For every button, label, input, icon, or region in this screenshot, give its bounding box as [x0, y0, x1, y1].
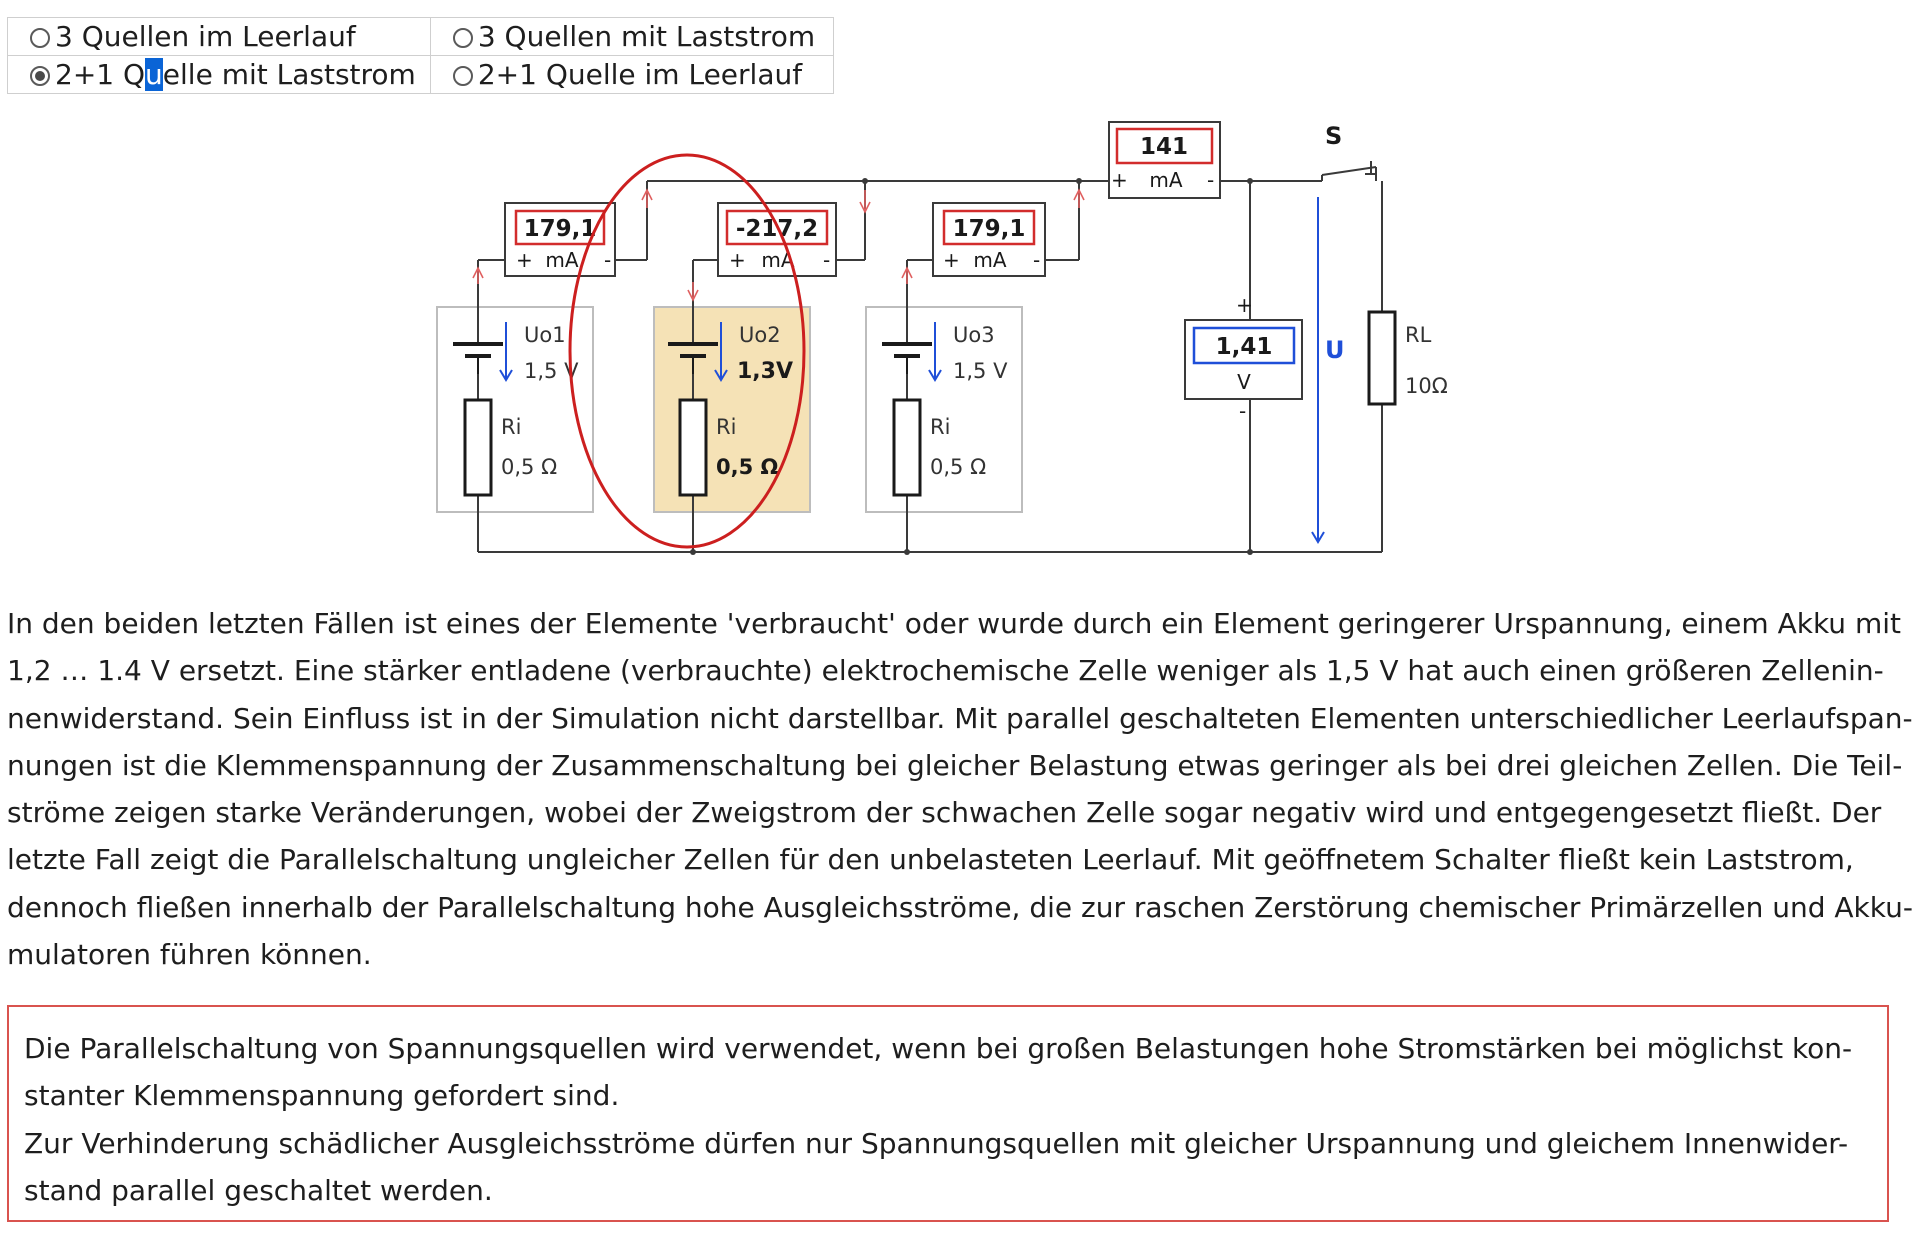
- svg-text:mA: mA: [545, 248, 578, 272]
- svg-text:V: V: [1237, 370, 1251, 394]
- source-voltage-arrows: [499, 197, 1325, 544]
- svg-text:+: +: [943, 248, 960, 272]
- source-2-voltage: 1,3V: [737, 359, 793, 384]
- source-3-voltage: 1,5 V: [953, 359, 1008, 383]
- source-3-ri-label: Ri: [930, 415, 950, 439]
- option-label: 2+1 Quelle mit Laststrom: [55, 58, 416, 91]
- source-3-ri-value: 0,5 Ω: [930, 455, 986, 479]
- source-3-box: [865, 306, 1023, 513]
- radio-unchecked-icon[interactable]: [452, 28, 473, 48]
- load-value: 10Ω: [1405, 374, 1448, 398]
- ammeter-total-value: 141: [1140, 134, 1188, 160]
- switch-label: S: [1325, 122, 1342, 150]
- internal-resistor-icons: [463, 398, 922, 497]
- source-2-highlight: [653, 306, 811, 513]
- annotation-ellipse: [568, 153, 806, 549]
- svg-text:-: -: [1239, 399, 1246, 423]
- source-2-ri-value: 0,5 Ω: [716, 455, 779, 479]
- junction-dots: [690, 178, 1253, 555]
- explanation-paragraph: In den beiden letzten Fällen ist eines d…: [7, 607, 1913, 972]
- summary-note-box: Die Parallelschaltung von Spannungsquell…: [7, 1005, 1889, 1222]
- voltmeter: 1,41 V + -: [1184, 293, 1303, 423]
- ammeter-3-value: 179,1: [953, 216, 1026, 242]
- voltmeter-value: 1,41: [1216, 334, 1273, 360]
- svg-text:mA: mA: [1149, 168, 1182, 192]
- svg-text:+: +: [1236, 293, 1253, 317]
- option-label: 2+1 Quelle im Leerlauf: [477, 58, 803, 91]
- option-table: 3 Quellen im Leerlauf 3 Quellen mit Last…: [7, 17, 834, 94]
- ammeter-2: -217,2 + mA -: [717, 202, 837, 277]
- option-3-sources-idle[interactable]: 3 Quellen im Leerlauf: [7, 17, 431, 56]
- option-3-sources-load[interactable]: 3 Quellen mit Laststrom: [429, 17, 834, 56]
- svg-text:-: -: [1033, 248, 1040, 272]
- svg-text:-: -: [823, 248, 830, 272]
- svg-text:-: -: [1207, 168, 1214, 192]
- current-arrows: [472, 188, 1085, 302]
- option-2plus1-load[interactable]: 2+1 Quelle mit Laststrom: [7, 55, 431, 94]
- source-1-ri-label: Ri: [501, 415, 521, 439]
- ammeter-1: 179,1 + mA -: [504, 202, 616, 277]
- ammeter-1-value: 179,1: [524, 216, 597, 242]
- source-1-name: Uo1: [524, 323, 566, 347]
- svg-text:-: -: [604, 248, 611, 272]
- radio-unchecked-icon[interactable]: [30, 28, 50, 48]
- circuit-diagram: 179,1 + mA - -217,2 + mA - 179,1 + mA - …: [425, 112, 1469, 572]
- battery-icons: [453, 342, 932, 374]
- u-label: U: [1325, 336, 1345, 364]
- svg-text:+: +: [516, 248, 533, 272]
- svg-text:mA: mA: [973, 248, 1006, 272]
- option-label: 3 Quellen mit Laststrom: [477, 20, 816, 53]
- source-2-name: Uo2: [739, 323, 781, 347]
- source-3-name: Uo3: [953, 323, 995, 347]
- option-2plus1-idle[interactable]: 2+1 Quelle im Leerlauf: [429, 55, 834, 94]
- ammeter-total: 141 + mA -: [1108, 121, 1221, 199]
- source-1-ri-value: 0,5 Ω: [501, 455, 557, 479]
- svg-text:+: +: [729, 248, 746, 272]
- ammeter-3: 179,1 + mA -: [932, 202, 1046, 277]
- source-labels: Uo1 1,5 V Ri 0,5 Ω Uo2 1,3V Ri 0,5 Ω Uo3…: [501, 323, 1448, 479]
- source-2-ri-label: Ri: [716, 415, 736, 439]
- source-1-box: [436, 306, 594, 513]
- text-selection: u: [145, 58, 163, 91]
- svg-text:+: +: [1111, 168, 1128, 192]
- wires: [477, 161, 1383, 553]
- radio-checked-icon[interactable]: [30, 66, 50, 86]
- option-label: 3 Quellen im Leerlauf: [55, 20, 356, 53]
- load-resistor-icon: [1367, 310, 1397, 406]
- load-label: RL: [1405, 323, 1432, 347]
- radio-unchecked-icon[interactable]: [452, 66, 473, 86]
